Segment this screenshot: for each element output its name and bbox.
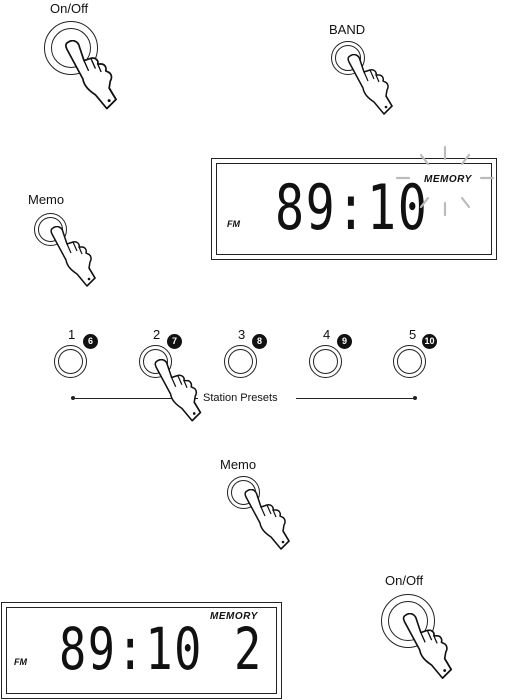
step-badge-8: 8 — [252, 334, 267, 349]
preset-number-2: 2 — [153, 328, 160, 342]
preset-number-5: 5 — [409, 328, 416, 342]
band-label: BAND — [329, 23, 365, 37]
preset-line-end-right — [413, 396, 417, 400]
band-indicator: FM — [14, 657, 27, 667]
pressing-hand-icon — [46, 226, 116, 296]
step-badge-6: 6 — [83, 334, 98, 349]
pressing-hand-icon — [343, 54, 413, 124]
step-badge-10: 10 — [422, 334, 437, 349]
preset-button-5[interactable] — [393, 345, 426, 378]
pressing-hand-icon — [398, 613, 474, 689]
band-indicator: FM — [227, 219, 240, 229]
pressing-hand-icon — [60, 40, 140, 120]
preset-number-readout: 2 — [234, 620, 263, 678]
preset-button-4[interactable] — [309, 345, 342, 378]
memo-label-step2: Memo — [28, 193, 64, 207]
step-badge-9: 9 — [337, 334, 352, 349]
flashing-rays-icon — [395, 145, 495, 217]
pressing-hand-icon — [240, 489, 310, 559]
preset-button-3[interactable] — [224, 345, 257, 378]
preset-button-1[interactable] — [54, 345, 87, 378]
frequency-readout: 89:10 — [59, 620, 203, 678]
pressing-hand-icon — [150, 359, 222, 431]
preset-line-right — [296, 398, 414, 399]
preset-number-4: 4 — [323, 328, 330, 342]
on-off-label-top: On/Off — [50, 2, 88, 16]
memo-label-step4: Memo — [220, 458, 256, 472]
lcd-display-step5: FM 89:10 MEMORY 2 — [1, 602, 282, 699]
preset-number-1: 1 — [68, 328, 75, 342]
preset-number-3: 3 — [238, 328, 245, 342]
on-off-label-bottom: On/Off — [385, 574, 423, 588]
step-badge-7: 7 — [167, 334, 182, 349]
